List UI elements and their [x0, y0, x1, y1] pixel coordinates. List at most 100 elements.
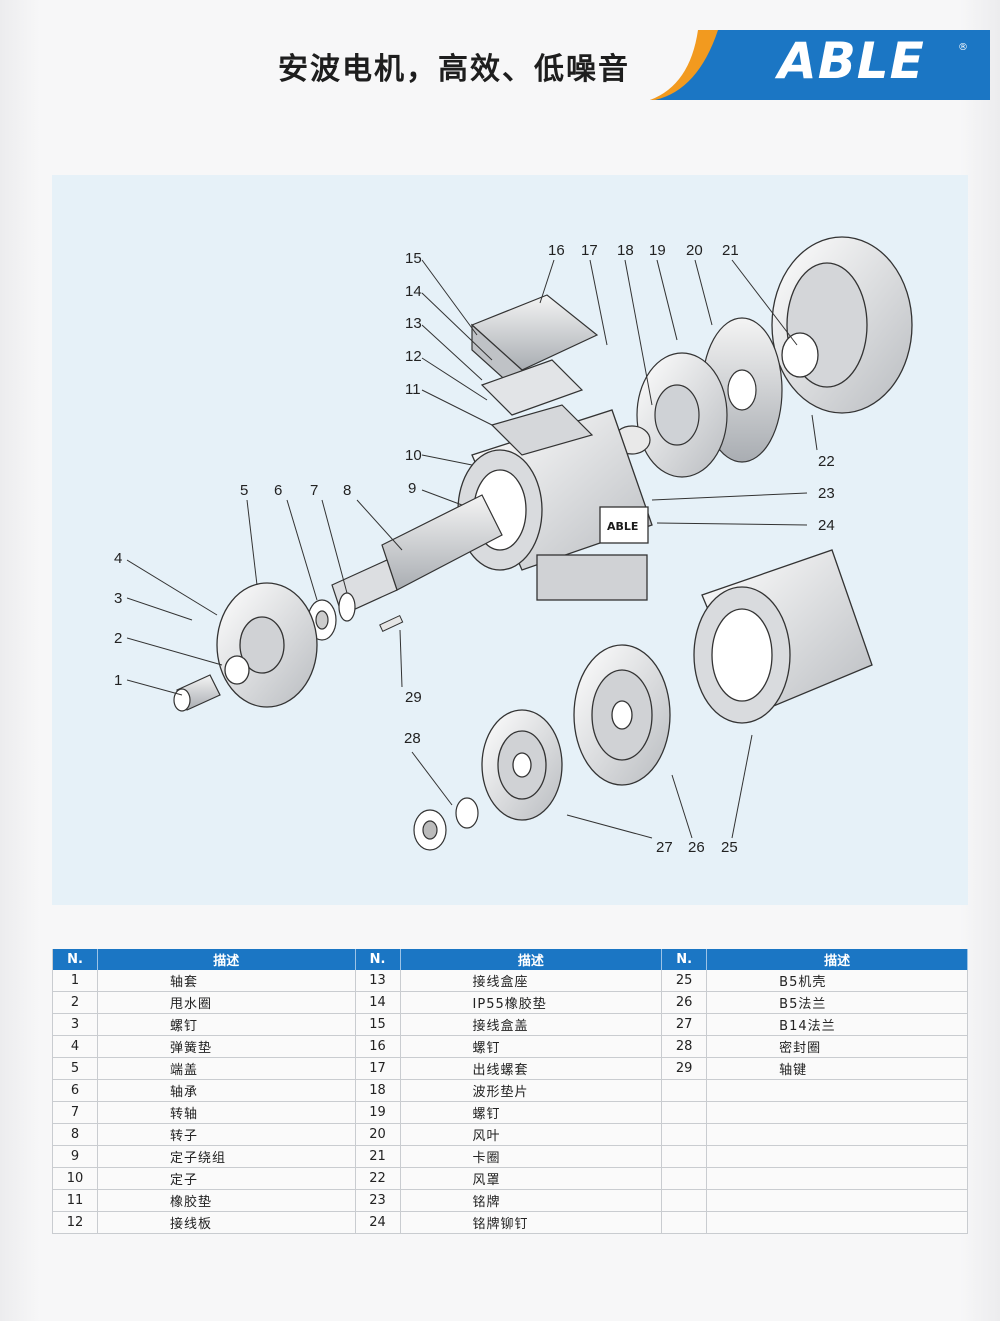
part-number-cell: 16 — [355, 1035, 401, 1058]
callout-24: 24 — [818, 517, 835, 534]
column-header-number: N. — [355, 949, 401, 970]
part-description-cell: 转子 — [97, 1123, 356, 1146]
part-description-cell: B14法兰 — [706, 1013, 968, 1036]
part-number-cell — [661, 1101, 708, 1124]
part-description-cell: 轴键 — [706, 1057, 968, 1080]
callout-9: 9 — [408, 480, 416, 497]
shaft-sleeve-part — [173, 674, 221, 712]
page-slogan: 安波电机，高效、低噪音 — [278, 52, 630, 87]
exploded-motor-diagram: ABLE — [114, 236, 913, 856]
callout-13: 13 — [405, 315, 422, 332]
part-description-cell: 螺钉 — [97, 1013, 356, 1036]
part-description-cell: 风罩 — [400, 1167, 663, 1190]
registered-mark: ® — [958, 42, 968, 53]
part-description-cell: 铭牌 — [400, 1189, 663, 1212]
callout-1: 1 — [114, 672, 122, 689]
part-description-cell: 接线盒座 — [400, 970, 663, 992]
b5-flange-part — [573, 644, 671, 786]
callout-15: 15 — [405, 250, 422, 267]
part-description-cell: 铭牌铆钉 — [400, 1211, 663, 1234]
part-number-cell: 26 — [661, 991, 708, 1014]
callout-27: 27 — [656, 839, 673, 856]
callout-29: 29 — [405, 689, 422, 706]
part-description-cell — [706, 1145, 968, 1168]
part-description-cell — [706, 1079, 968, 1102]
part-number-cell: 13 — [355, 970, 401, 992]
part-number-cell: 23 — [355, 1189, 401, 1212]
fan-cover-part — [771, 236, 913, 414]
rear-end-shield-part — [613, 352, 728, 478]
part-description-cell: 定子绕组 — [97, 1145, 356, 1168]
part-description-cell: 出线螺套 — [400, 1057, 663, 1080]
column-header-number: N. — [52, 949, 99, 970]
part-number-cell: 25 — [661, 970, 708, 992]
part-number-cell: 18 — [355, 1079, 401, 1102]
part-number-cell: 17 — [355, 1057, 401, 1080]
callout-21: 21 — [722, 242, 739, 259]
callout-7: 7 — [310, 482, 318, 499]
callout-3: 3 — [114, 590, 122, 607]
part-description-cell — [706, 1189, 968, 1212]
part-description-cell: B5法兰 — [706, 991, 968, 1014]
part-number-cell: 12 — [52, 1211, 99, 1234]
part-description-cell — [706, 1167, 968, 1190]
part-number-cell: 8 — [52, 1123, 99, 1146]
callout-8: 8 — [343, 482, 351, 499]
part-number-cell: 19 — [355, 1101, 401, 1124]
part-number-cell: 1 — [52, 970, 99, 992]
part-number-cell — [661, 1167, 708, 1190]
part-number-cell: 14 — [355, 991, 401, 1014]
brand-banner — [650, 30, 990, 100]
part-description-cell: B5机壳 — [706, 970, 968, 992]
b14-flange-part — [481, 709, 563, 821]
part-description-cell — [706, 1123, 968, 1146]
callout-10: 10 — [405, 447, 422, 464]
callout-12: 12 — [405, 348, 422, 365]
part-number-cell: 9 — [52, 1145, 99, 1168]
callout-6: 6 — [274, 482, 282, 499]
part-description-cell: 波形垫片 — [400, 1079, 663, 1102]
part-number-cell: 2 — [52, 991, 99, 1014]
part-description-cell: 轴承 — [97, 1079, 356, 1102]
part-number-cell — [661, 1189, 708, 1212]
part-number-cell — [661, 1145, 708, 1168]
callout-2: 2 — [114, 630, 122, 647]
part-number-cell: 6 — [52, 1079, 99, 1102]
part-description-cell: 螺钉 — [400, 1035, 663, 1058]
part-description-cell — [706, 1211, 968, 1234]
part-number-cell: 11 — [52, 1189, 99, 1212]
part-description-cell: IP55橡胶垫 — [400, 991, 663, 1014]
part-description-cell: 橡胶垫 — [97, 1189, 356, 1212]
part-description-cell: 弹簧垫 — [97, 1035, 356, 1058]
front-end-shield-part — [216, 582, 318, 708]
callout-25: 25 — [721, 839, 738, 856]
part-number-cell: 20 — [355, 1123, 401, 1146]
column-header-description: 描述 — [97, 949, 356, 970]
part-number-cell: 27 — [661, 1013, 708, 1036]
part-description-cell: 接线盒盖 — [400, 1013, 663, 1036]
part-description-cell: 轴套 — [97, 970, 356, 992]
part-number-cell: 7 — [52, 1101, 99, 1124]
part-number-cell: 29 — [661, 1057, 708, 1080]
part-number-cell — [661, 1123, 708, 1146]
brand-logo: ABLE — [778, 32, 925, 90]
column-header-description: 描述 — [400, 949, 663, 970]
part-description-cell: 卡圈 — [400, 1145, 663, 1168]
callout-22: 22 — [818, 453, 835, 470]
column-header-description: 描述 — [706, 949, 968, 970]
callout-19: 19 — [649, 242, 666, 259]
part-description-cell: 转轴 — [97, 1101, 356, 1124]
callout-20: 20 — [686, 242, 703, 259]
b5-housing-part — [693, 549, 873, 724]
part-description-cell: 端盖 — [97, 1057, 356, 1080]
